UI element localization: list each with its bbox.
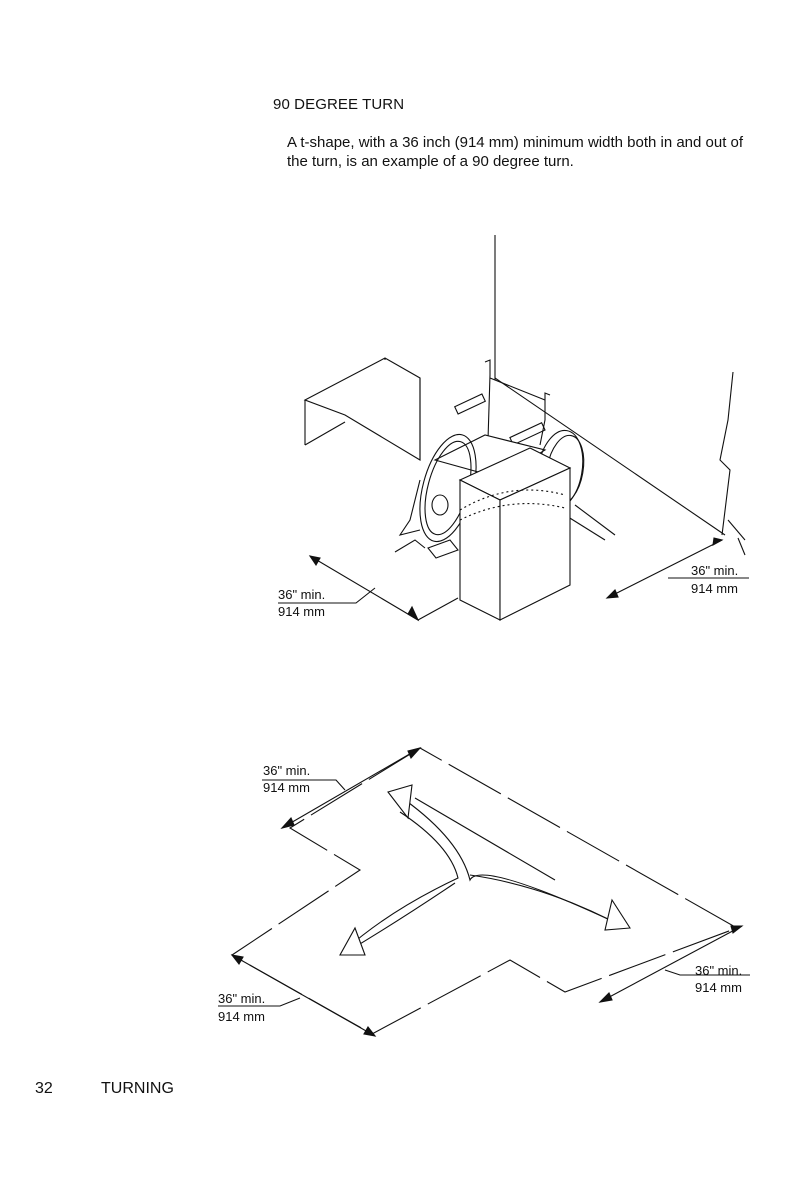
- fig2-dim-top-imperial: 36" min.: [263, 763, 310, 778]
- description-paragraph: A t-shape, with a 36 inch (914 mm) minim…: [287, 134, 744, 170]
- fig1-dim-left-imperial: 36" min.: [278, 587, 325, 602]
- section-title: TURNING: [101, 1080, 174, 1097]
- fig2-dim-right-metric: 914 mm: [695, 980, 742, 995]
- section-heading: 90 DEGREE TURN: [273, 96, 405, 113]
- fig1-dim-right-imperial: 36" min.: [691, 563, 738, 578]
- fig2-dim-top-metric: 914 mm: [263, 780, 310, 795]
- fig2-dim-right-imperial: 36" min.: [695, 963, 742, 978]
- fig2-dim-bottom-left-imperial: 36" min.: [218, 991, 265, 1006]
- fig2-dim-bottom-left-metric: 914 mm: [218, 1009, 265, 1024]
- fig1-dim-left-metric: 914 mm: [278, 604, 325, 619]
- fig1-dim-right-metric: 914 mm: [691, 581, 738, 596]
- page-number: 32: [35, 1080, 53, 1097]
- wheelchair-turn-illustration: 36" min. 914 mm 36" min. 914 mm: [278, 235, 749, 622]
